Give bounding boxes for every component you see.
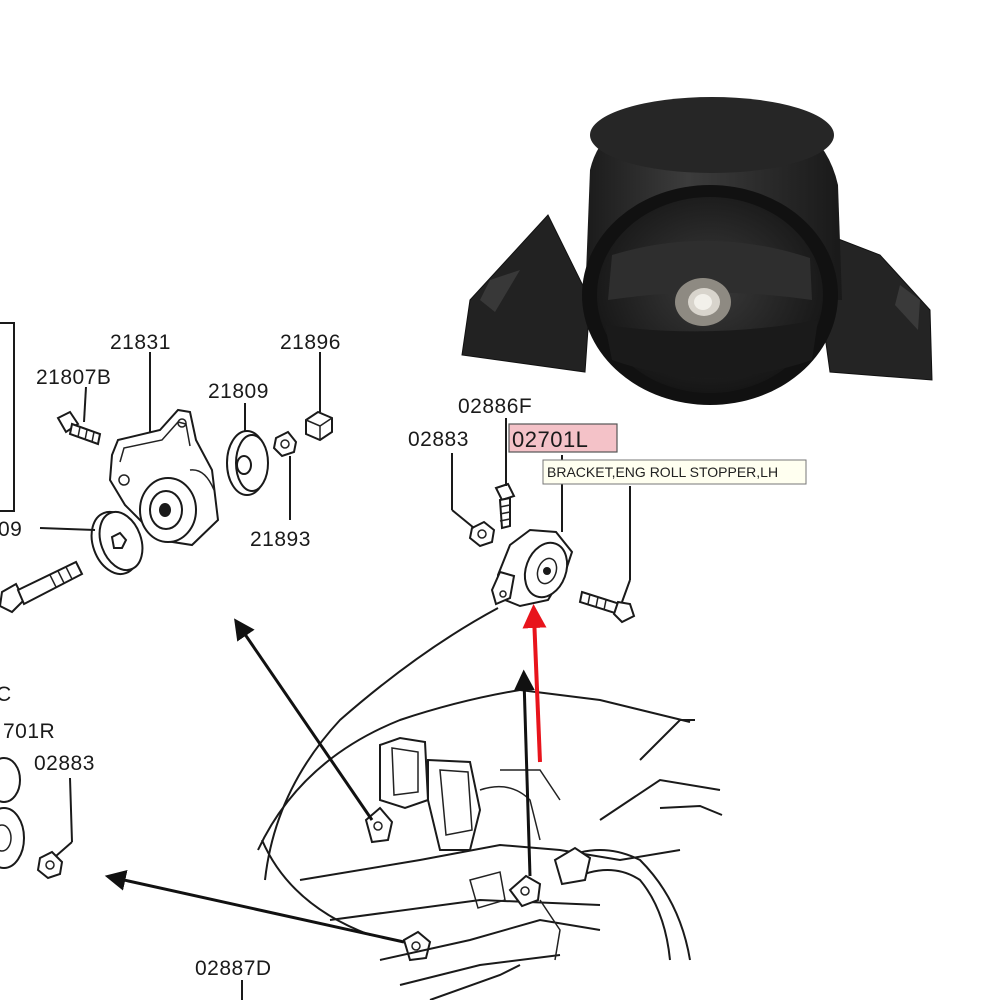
label-02701l[interactable]: 02701L bbox=[512, 427, 588, 452]
label-21807b[interactable]: 21807B bbox=[36, 366, 111, 389]
arrow-to-lower-left bbox=[104, 870, 405, 944]
label-21809[interactable]: 21809 bbox=[208, 380, 269, 403]
label-c[interactable]: C bbox=[0, 683, 12, 706]
left-leader-lines bbox=[39, 352, 321, 857]
label-701r[interactable]: 701R bbox=[3, 720, 55, 743]
pointer-arrows bbox=[104, 604, 547, 944]
arrow-to-rh-mount bbox=[234, 618, 374, 821]
tooltip-text: BRACKET,ENG ROLL STOPPER,LH bbox=[547, 464, 778, 480]
bolt-02886f bbox=[494, 482, 516, 530]
callout-frame bbox=[0, 322, 15, 512]
label-09[interactable]: 09 bbox=[0, 518, 22, 541]
arrow-to-lh-mount bbox=[513, 669, 535, 877]
nut-21896 bbox=[305, 410, 333, 442]
rh-mount-assembly bbox=[0, 408, 333, 880]
label-21831[interactable]: 21831 bbox=[110, 331, 171, 354]
washer-21809 bbox=[226, 430, 269, 496]
bolt-21807b bbox=[56, 410, 102, 446]
bracket-02701l[interactable] bbox=[490, 528, 574, 608]
long-bolt bbox=[0, 560, 84, 614]
arrow-red-highlight bbox=[522, 604, 547, 763]
washer-09 bbox=[90, 510, 144, 575]
lower-left-mount bbox=[0, 757, 64, 880]
label-21896[interactable]: 21896 bbox=[280, 331, 341, 354]
long-bolt-right bbox=[578, 590, 636, 624]
nut-21893 bbox=[272, 430, 298, 458]
label-02883-left[interactable]: 02883 bbox=[34, 752, 95, 775]
bracket-21831 bbox=[108, 408, 220, 547]
label-02883-right[interactable]: 02883 bbox=[408, 428, 469, 451]
label-21893[interactable]: 21893 bbox=[250, 528, 311, 551]
engine-bay-sketch bbox=[241, 607, 723, 1000]
label-02886f[interactable]: 02886F bbox=[458, 395, 532, 418]
engine-mount-photo bbox=[461, 97, 933, 405]
lh-mount-assembly bbox=[468, 482, 636, 624]
part-highlight-box[interactable] bbox=[508, 423, 618, 453]
nut-02883-right bbox=[468, 520, 496, 548]
tooltip-box bbox=[542, 459, 807, 485]
label-02887d[interactable]: 02887D bbox=[195, 957, 272, 980]
